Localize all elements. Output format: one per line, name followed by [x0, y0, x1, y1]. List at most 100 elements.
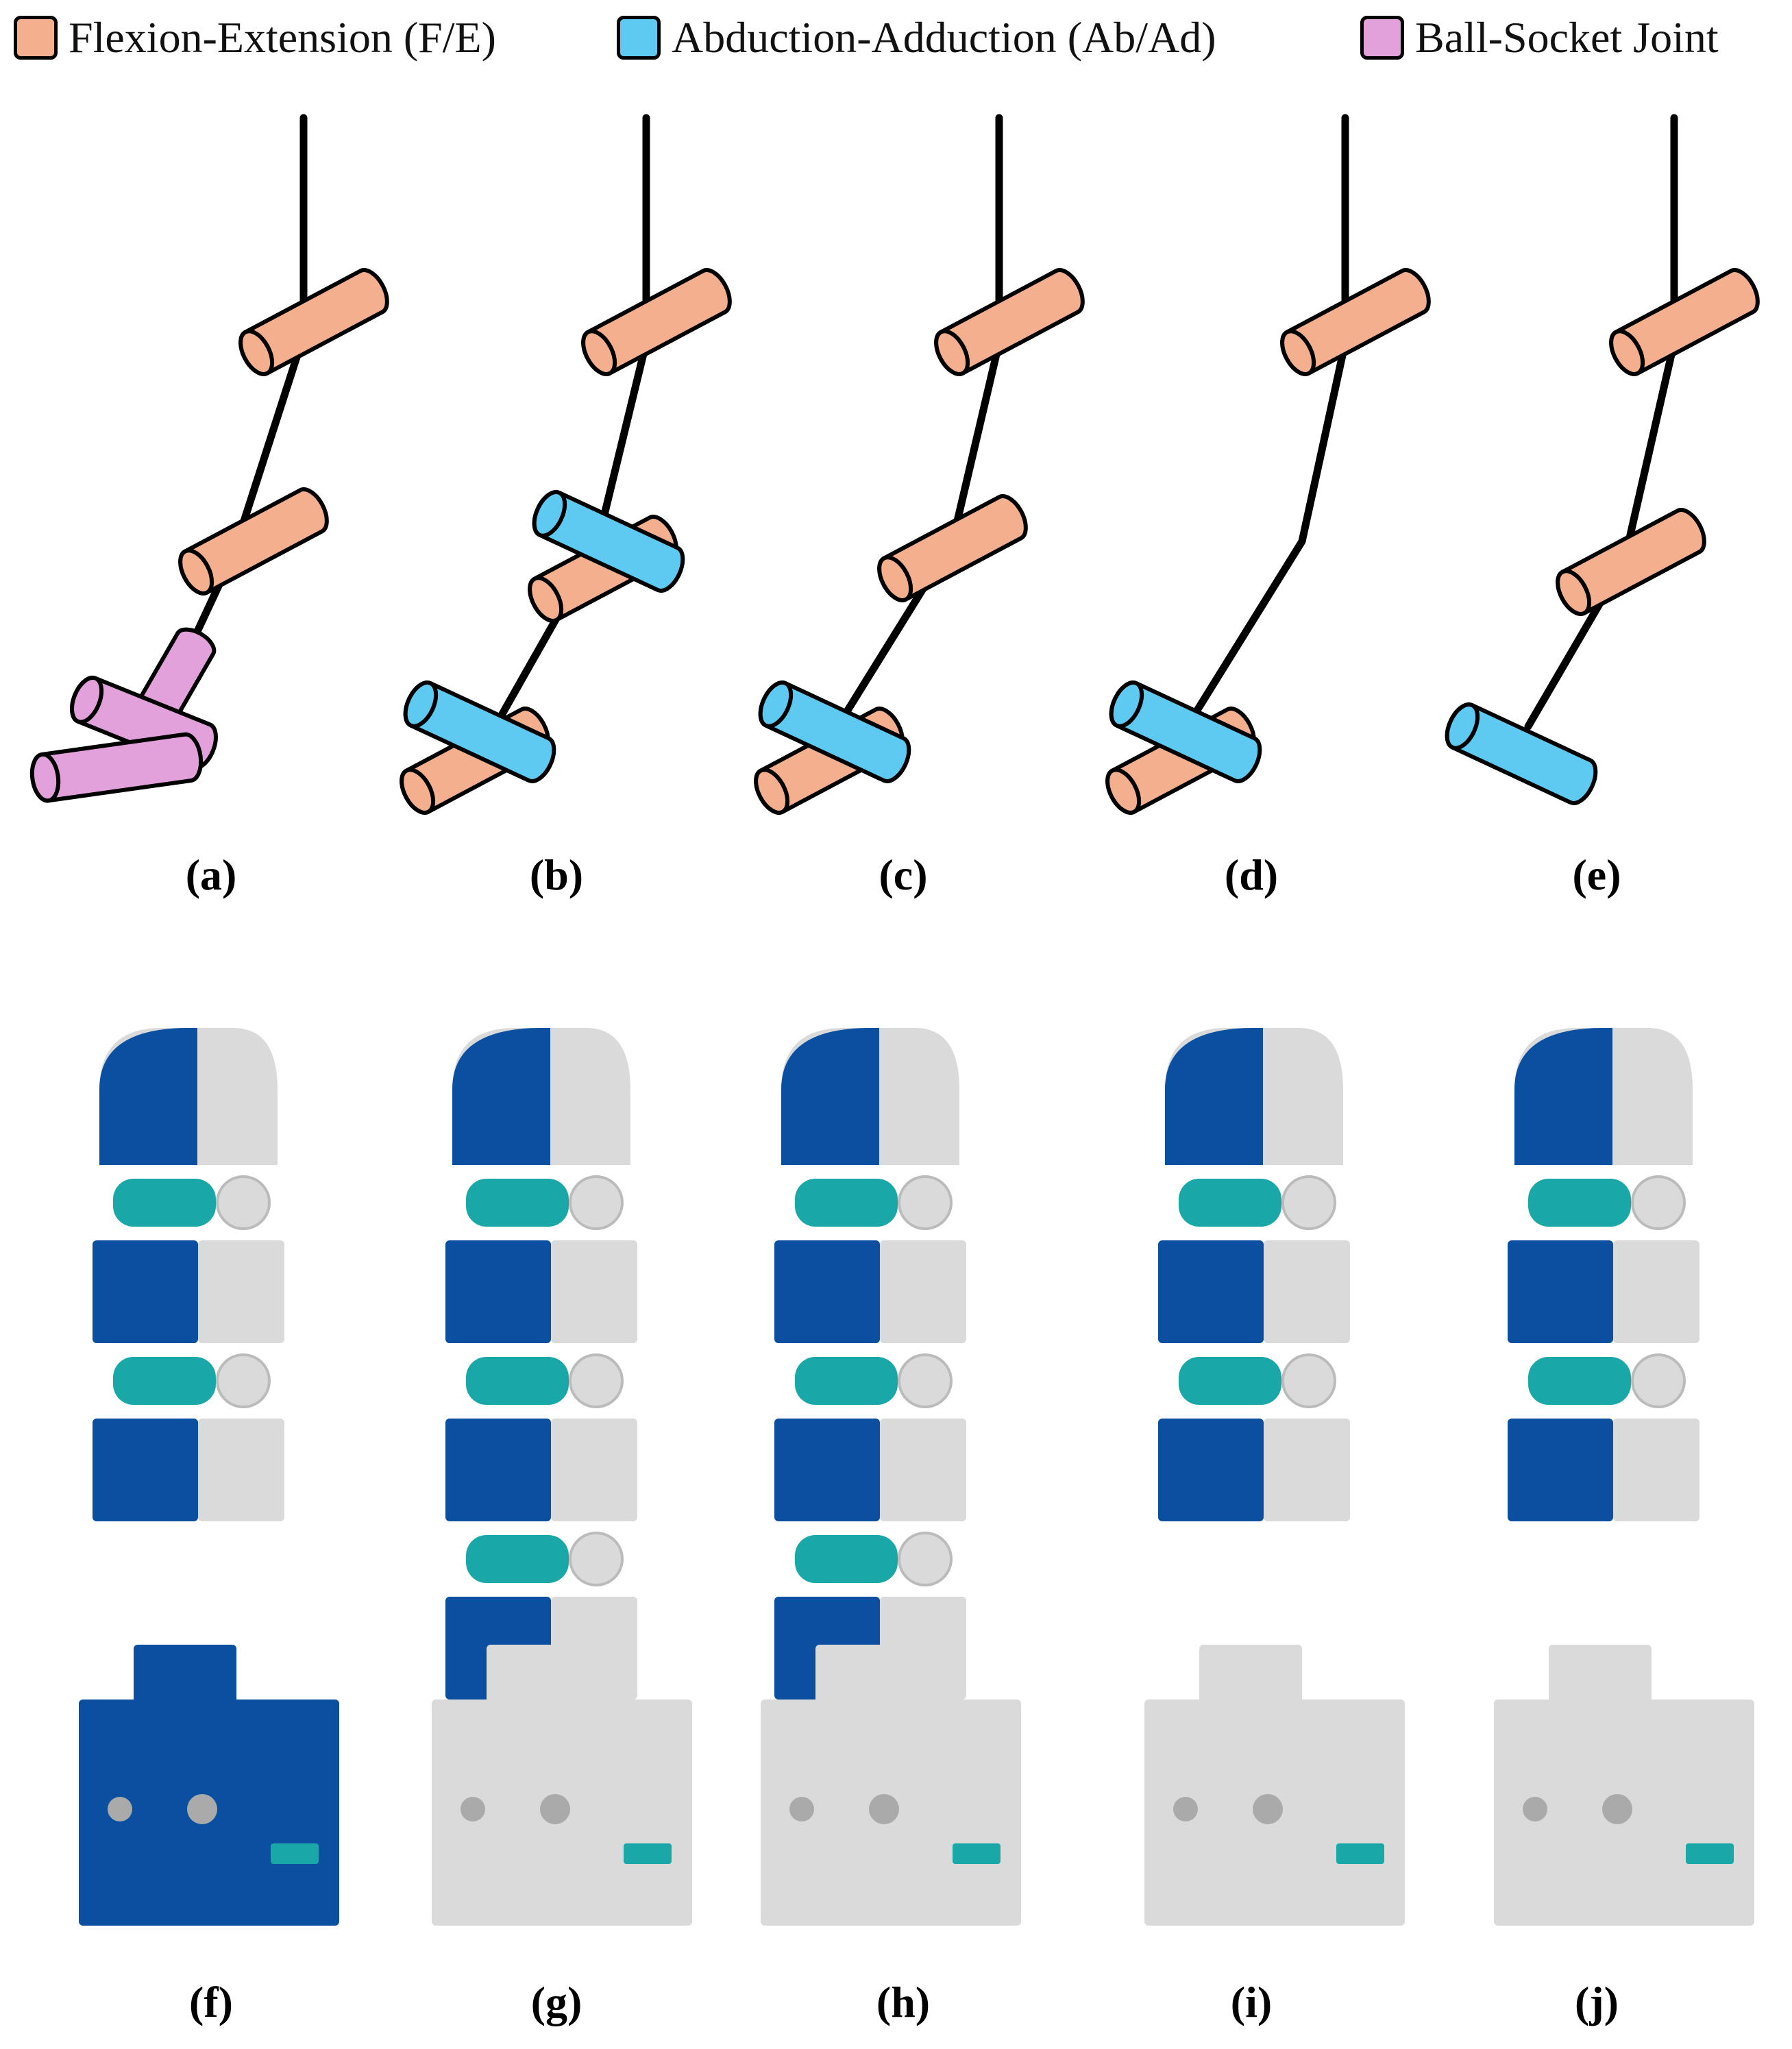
caption-e: (e) — [1572, 850, 1621, 899]
abad-cylinder-bottom — [1445, 702, 1598, 805]
fe-cylinder-top — [581, 268, 732, 376]
fe-cylinder-top — [934, 268, 1085, 376]
finger-base-hole — [187, 1794, 217, 1824]
finger-joint-2 — [113, 1357, 216, 1405]
abad-joint-swatch-icon — [617, 16, 661, 60]
finger-joint-1 — [1528, 1179, 1631, 1227]
rendered-finger-i — [1144, 1028, 1405, 1926]
finger-joint-1-hinge — [569, 1175, 624, 1230]
fingertip-blue — [1514, 1028, 1612, 1165]
finger-joint-2 — [1528, 1357, 1631, 1405]
legend: Flexion-Extension (F/E) Abduction-Adduct… — [0, 0, 1792, 75]
finger-base-connector — [953, 1843, 1001, 1864]
finger-joint-2 — [1179, 1357, 1281, 1405]
finger-segment-2-gray — [198, 1419, 284, 1521]
finger-joint-2-hinge — [1631, 1353, 1686, 1408]
finger-segment-1-blue — [445, 1240, 551, 1343]
finger-joint-1 — [1179, 1179, 1281, 1227]
finger-segment-1-blue — [1158, 1240, 1264, 1343]
legend-label-abad: Abduction-Adduction (Ab/Ad) — [672, 13, 1216, 62]
fe-joint-swatch-icon — [14, 16, 58, 60]
schematic-a — [29, 114, 389, 803]
finger-joint-2 — [795, 1357, 898, 1405]
finger-base-hole — [108, 1797, 132, 1821]
fe-cylinder-top — [1609, 268, 1760, 376]
finger-segment-1-gray — [880, 1240, 966, 1343]
legend-label-fe: Flexion-Extension (F/E) — [69, 13, 496, 62]
fe-cylinder-middle — [1556, 508, 1706, 616]
finger-base-hole — [1523, 1797, 1547, 1821]
fingertip-blue — [452, 1028, 550, 1165]
caption-h: (h) — [876, 1978, 931, 2026]
schematic-c — [754, 114, 1085, 815]
legend-item-fe: Flexion-Extension (F/E) — [14, 7, 496, 69]
finger-segment-2-blue — [93, 1419, 198, 1521]
finger-segment-1-blue — [774, 1240, 880, 1343]
finger-joint-2-hinge — [1281, 1353, 1336, 1408]
abad-cylinder-bottom — [1109, 680, 1262, 783]
abad-cylinder-bottom — [758, 680, 911, 783]
fe-cylinder-top — [1280, 268, 1431, 376]
finger-base-mount — [487, 1645, 589, 1706]
finger-joint-3-hinge — [569, 1532, 624, 1586]
finger-joint-1 — [795, 1179, 898, 1227]
finger-base-mount — [134, 1645, 236, 1706]
finger-segment-2-gray — [1264, 1419, 1350, 1521]
schematic-e — [1445, 114, 1760, 805]
finger-joint-3-hinge — [898, 1532, 953, 1586]
finger-base-hole — [789, 1797, 814, 1821]
rendered-finger-h — [761, 1028, 1021, 1926]
caption-b: (b) — [529, 850, 584, 899]
abad-cylinder-bottom — [403, 680, 556, 783]
rendered-finger-j — [1494, 1028, 1754, 1926]
finger-segment-2-blue — [1158, 1419, 1264, 1521]
finger-joint-1-hinge — [898, 1175, 953, 1230]
finger-joint-2-hinge — [216, 1353, 271, 1408]
finger-segment-2-blue — [445, 1419, 551, 1521]
abad-cylinder-middle — [532, 490, 685, 593]
finger-joint-1 — [466, 1179, 569, 1227]
finger-segment-2-blue — [1508, 1419, 1613, 1521]
schematic-d — [1105, 114, 1431, 815]
finger-joint-3 — [795, 1535, 898, 1583]
finger-joint-2 — [466, 1357, 569, 1405]
caption-j: (j) — [1575, 1978, 1619, 2026]
caption-i: (i) — [1230, 1978, 1273, 2026]
finger-base-connector — [271, 1843, 319, 1864]
finger-segment-2-gray — [1613, 1419, 1699, 1521]
schematic-b — [400, 114, 732, 815]
legend-label-ball-socket: Ball-Socket Joint — [1415, 13, 1719, 62]
fingertip-blue — [781, 1028, 879, 1165]
link-line — [1524, 114, 1678, 731]
finger-segment-1-gray — [198, 1240, 284, 1343]
finger-base-mount — [815, 1645, 918, 1706]
fe-cylinder-middle — [877, 494, 1028, 602]
finger-segment-2-gray — [551, 1419, 637, 1521]
finger-segment-1-gray — [1264, 1240, 1350, 1343]
finger-segment-1-blue — [93, 1240, 198, 1343]
finger-segment-1-gray — [551, 1240, 637, 1343]
finger-base-connector — [1336, 1843, 1384, 1864]
finger-joint-3 — [466, 1535, 569, 1583]
rendered-finger-g — [432, 1028, 692, 1926]
caption-c: (c) — [879, 850, 928, 899]
caption-f: (f) — [189, 1978, 233, 2026]
caption-d: (d) — [1224, 850, 1279, 899]
link-line — [1175, 114, 1349, 744]
fe-cylinder-middle — [178, 487, 329, 596]
finger-base-hole — [1173, 1797, 1198, 1821]
finger-base-hole — [461, 1797, 485, 1821]
finger-joint-1-hinge — [216, 1175, 271, 1230]
finger-joint-2-hinge — [898, 1353, 953, 1408]
fingertip-blue — [99, 1028, 197, 1165]
rendered-finger-f — [79, 1028, 339, 1926]
finger-base-connector — [1686, 1843, 1734, 1864]
finger-base-hole — [1602, 1794, 1632, 1824]
ball-socket-cylinder-3 — [29, 732, 204, 803]
finger-segment-2-blue — [774, 1419, 880, 1521]
finger-base-hole — [869, 1794, 899, 1824]
caption-g: (g) — [530, 1978, 582, 2026]
caption-a: (a) — [185, 850, 237, 899]
finger-base-mount — [1199, 1645, 1302, 1706]
